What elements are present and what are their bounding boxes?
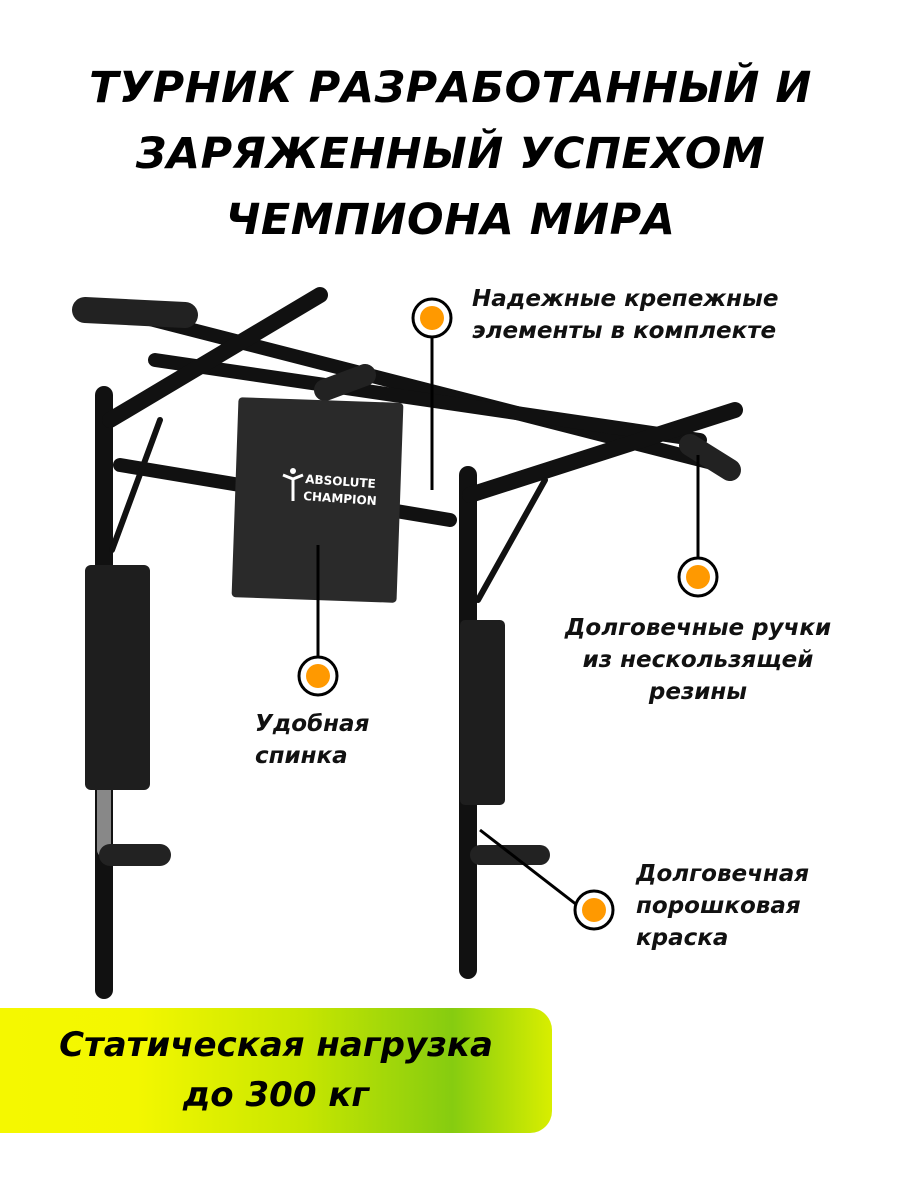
load-banner: Статическая нагрузка до 300 кг bbox=[0, 1008, 552, 1133]
callout-dots bbox=[297, 297, 719, 931]
svg-text:CHAMPION: CHAMPION bbox=[303, 489, 377, 508]
callout-fasteners: Надежные крепежные элементы в комплекте bbox=[472, 286, 779, 344]
dot-handles bbox=[677, 556, 719, 598]
svg-text:ABSOLUTE: ABSOLUTE bbox=[305, 472, 376, 491]
absolute-champion-logo: ABSOLUTE CHAMPION bbox=[282, 468, 377, 508]
callout-back: Удобная спинка bbox=[255, 711, 370, 769]
dot-paint bbox=[573, 889, 615, 931]
dot-back bbox=[297, 655, 339, 697]
callout-paint: Долговечная порошковая краска bbox=[636, 861, 810, 951]
dot-fasteners bbox=[411, 297, 453, 339]
headline: ТУРНИК РАЗРАБОТАННЫЙ И ЗАРЯЖЕННЫЙ УСПЕХО… bbox=[89, 63, 812, 245]
callout-handles: Долговечные ручки из нескользящей резины bbox=[564, 615, 832, 705]
